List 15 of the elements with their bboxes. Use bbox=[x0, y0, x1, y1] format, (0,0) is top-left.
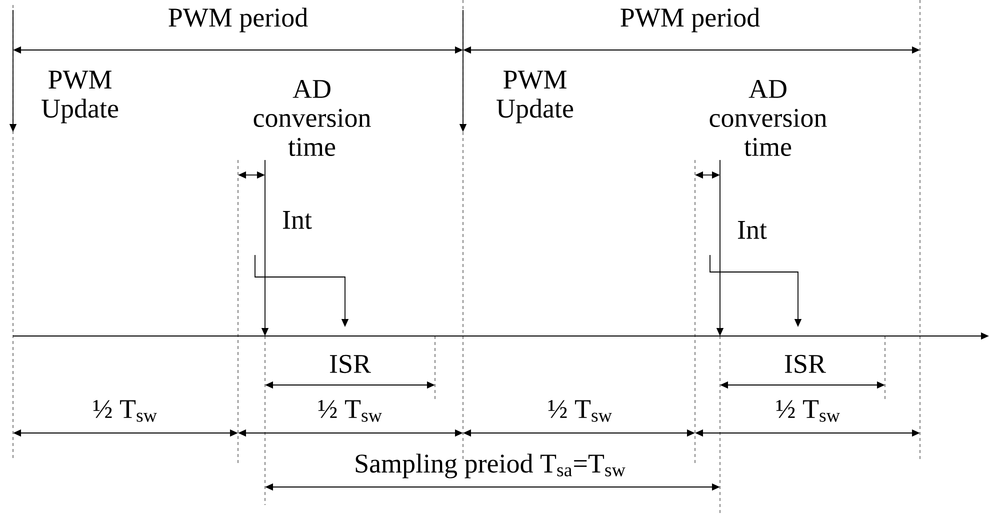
event-label: PWM Update bbox=[496, 70, 574, 124]
dimension-label: ½ T$_{sw}$ bbox=[776, 400, 840, 422]
period-label: PWM period bbox=[168, 8, 308, 32]
interrupt-label: Int bbox=[738, 221, 767, 239]
dimension-label: ISR bbox=[330, 354, 371, 374]
dimension-label: ½ T$_{sw}$ bbox=[318, 400, 382, 422]
event-label: AD conversion time bbox=[254, 80, 371, 156]
dimension-label: Sampling preiod T$_{sa}$=T$_{sw}$ bbox=[356, 454, 626, 478]
period-label: PWM period bbox=[620, 8, 760, 32]
dimension-label: ½ T$_{sw}$ bbox=[548, 400, 612, 422]
dimension-label: ISR bbox=[784, 354, 826, 374]
dimension-label: ½ T$_{sw}$ bbox=[93, 400, 157, 422]
event-label: PWM Update bbox=[42, 70, 118, 124]
interrupt-label: Int bbox=[282, 211, 312, 229]
event-label: AD conversion time bbox=[710, 80, 827, 156]
